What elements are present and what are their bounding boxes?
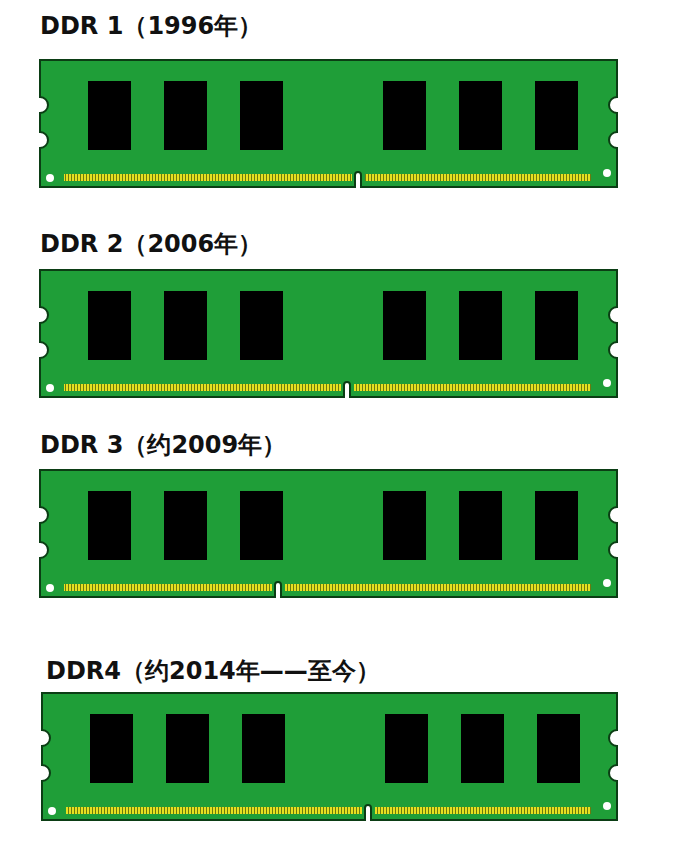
circuit-board (42, 693, 617, 820)
memory-chip (240, 81, 283, 150)
mounting-hole (46, 584, 54, 592)
memory-chip (459, 491, 502, 560)
gold-pins (365, 174, 591, 181)
memory-chip (166, 714, 209, 783)
memory-module: DDR 3（约2009年） (40, 431, 287, 460)
module-heading: DDR 2（2006年） (40, 230, 262, 259)
memory-module: DDR 2（2006年） (40, 230, 263, 259)
memory-module: DDR4（约2014年——至今） (46, 657, 380, 686)
circuit-board (40, 270, 617, 397)
gold-pins (66, 807, 362, 814)
memory-chip (240, 291, 283, 360)
module-heading: DDR 1（1996年） (40, 12, 262, 41)
memory-chip (164, 81, 207, 150)
gold-pins (375, 807, 591, 814)
mounting-hole (46, 384, 54, 392)
mounting-hole (603, 802, 611, 810)
memory-chip (383, 491, 426, 560)
memory-chip (164, 491, 207, 560)
module-heading: DDR 3（约2009年） (40, 431, 286, 460)
mounting-hole (603, 379, 611, 387)
memory-chip (461, 714, 504, 783)
memory-chip (383, 81, 426, 150)
gold-pins (64, 174, 352, 181)
gold-pins (285, 584, 591, 591)
memory-chip (88, 491, 131, 560)
memory-module: DDR 1（1996年） (40, 12, 263, 41)
memory-chip (535, 81, 578, 150)
module-heading: DDR4（约2014年——至今） (46, 657, 380, 686)
memory-chip (385, 714, 428, 783)
circuit-board (40, 60, 617, 187)
memory-chip (88, 81, 131, 150)
memory-chip (383, 291, 426, 360)
mounting-hole (48, 807, 56, 815)
mounting-hole (603, 169, 611, 177)
memory-chip (90, 714, 133, 783)
memory-chip (535, 491, 578, 560)
memory-chip (88, 291, 131, 360)
memory-chip (164, 291, 207, 360)
mounting-hole (46, 174, 54, 182)
gold-pins (354, 384, 591, 391)
memory-chip (459, 81, 502, 150)
gold-pins (64, 584, 272, 591)
memory-chip (240, 491, 283, 560)
gold-pins (64, 384, 341, 391)
memory-chip (537, 714, 580, 783)
circuit-board (40, 470, 617, 597)
memory-chip (459, 291, 502, 360)
memory-chip (535, 291, 578, 360)
mounting-hole (603, 579, 611, 587)
memory-chip (242, 714, 285, 783)
